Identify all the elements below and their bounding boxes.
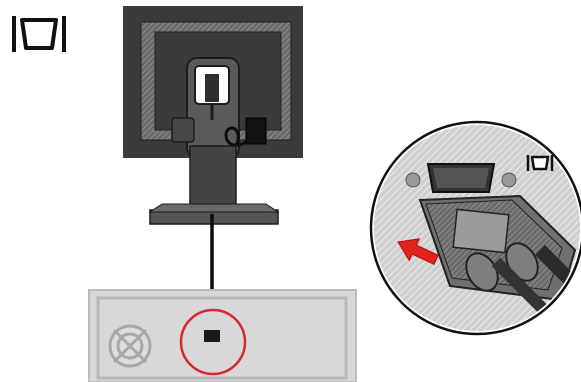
monitor-stand xyxy=(148,145,280,225)
connector-detail xyxy=(369,120,581,336)
vga-port-icon xyxy=(526,155,554,171)
monitor-back xyxy=(123,6,303,159)
computer-case xyxy=(88,289,357,382)
insert-arrow-icon xyxy=(397,238,439,265)
port-highlight-circle xyxy=(179,308,247,376)
vga-port-icon xyxy=(12,16,66,52)
